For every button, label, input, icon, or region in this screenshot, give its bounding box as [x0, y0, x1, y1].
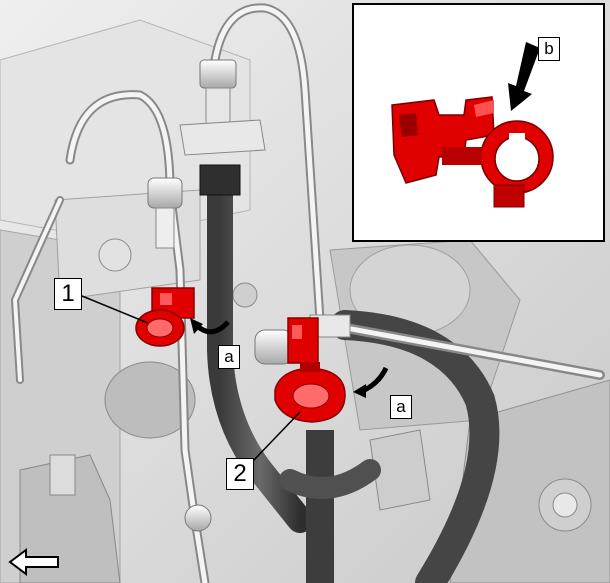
- callout-1: 1: [54, 278, 82, 310]
- callout-2: 2: [226, 458, 254, 490]
- inset-clip-drawing: [391, 42, 554, 208]
- fitting-left-stem: [155, 207, 175, 249]
- clip-1: [135, 287, 195, 347]
- down-arrow-icon: [508, 42, 540, 111]
- hose-elbow: [279, 459, 381, 499]
- fitting-left: [147, 177, 183, 209]
- line-joint: [184, 504, 212, 532]
- clamp-bracket: [179, 119, 266, 156]
- bolt-center: [552, 492, 578, 518]
- inset-clip: [391, 96, 554, 208]
- leader-line-1: [81, 295, 149, 324]
- bolt-small: [232, 282, 258, 308]
- leader-line-2: [251, 411, 301, 463]
- callout-a-right: a: [390, 395, 412, 419]
- callout-a-left: a: [218, 345, 240, 369]
- lower-fitting: [369, 429, 431, 511]
- inset-detail-panel: b: [352, 3, 605, 242]
- callout-b: b: [538, 37, 560, 61]
- lower-boot: [104, 361, 196, 439]
- left-arrow-icon: [8, 548, 59, 576]
- curved-arrow-icon-head: [353, 384, 366, 398]
- engine-block-upper: [0, 19, 251, 241]
- fitting-top: [199, 59, 237, 89]
- fitting-neck: [205, 87, 231, 125]
- curved-arrow-icon-head: [190, 318, 203, 334]
- bolt-left: [98, 238, 132, 272]
- clip-2: [274, 317, 346, 423]
- hose-collar: [199, 164, 241, 196]
- sensor-plug: [49, 454, 76, 496]
